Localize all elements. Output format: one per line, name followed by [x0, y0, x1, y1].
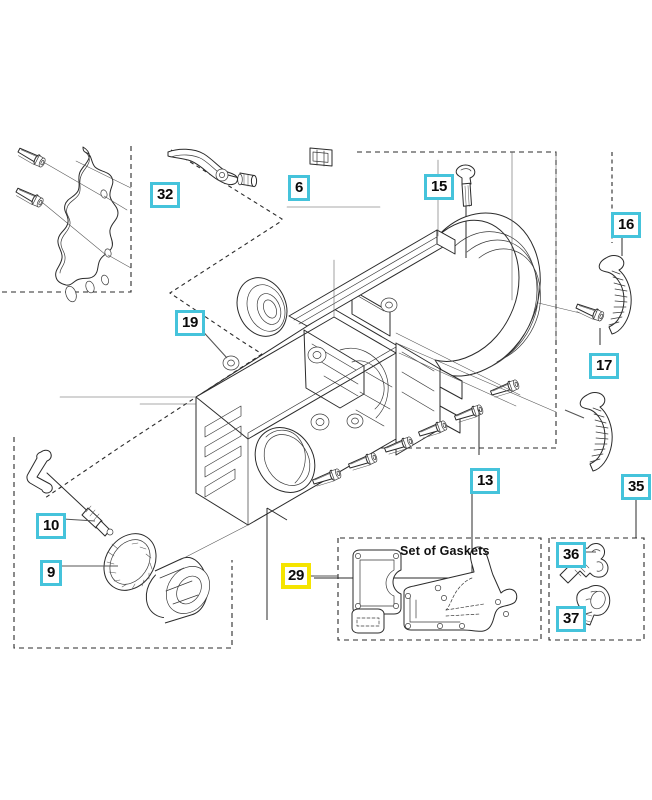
part-10-oil-hose	[26, 449, 114, 537]
callout-36[interactable]: 36	[556, 542, 586, 568]
part-16-flex-strip	[598, 232, 632, 335]
callout-10[interactable]: 10	[36, 513, 66, 539]
callout-13[interactable]: 13	[470, 468, 500, 494]
callout-19[interactable]: 19	[175, 310, 205, 336]
callout-35[interactable]: 35	[621, 474, 651, 500]
part-35-group	[564, 392, 637, 538]
callout-16[interactable]: 16	[611, 212, 641, 238]
part-29-crankcase	[195, 212, 541, 526]
part-32-bumper-spike	[13, 145, 132, 303]
part-17-pin	[525, 299, 606, 345]
callout-15[interactable]: 15	[424, 174, 454, 200]
part-13-screws	[311, 332, 521, 489]
part-19-bearing	[197, 277, 288, 371]
part-9-clutch-ring	[62, 533, 211, 624]
callout-37[interactable]: 37	[556, 606, 586, 632]
callout-9[interactable]: 9	[40, 560, 62, 586]
callout-17[interactable]: 17	[589, 353, 619, 379]
part-15-screw	[455, 164, 476, 258]
gasket-set-parts	[308, 546, 518, 634]
callout-32[interactable]: 32	[150, 182, 180, 208]
set-of-gaskets-label: Set of Gaskets	[400, 544, 490, 558]
part-6-bushing	[167, 147, 333, 188]
callout-29-selected[interactable]: 29	[281, 563, 311, 589]
callout-6[interactable]: 6	[288, 175, 310, 201]
